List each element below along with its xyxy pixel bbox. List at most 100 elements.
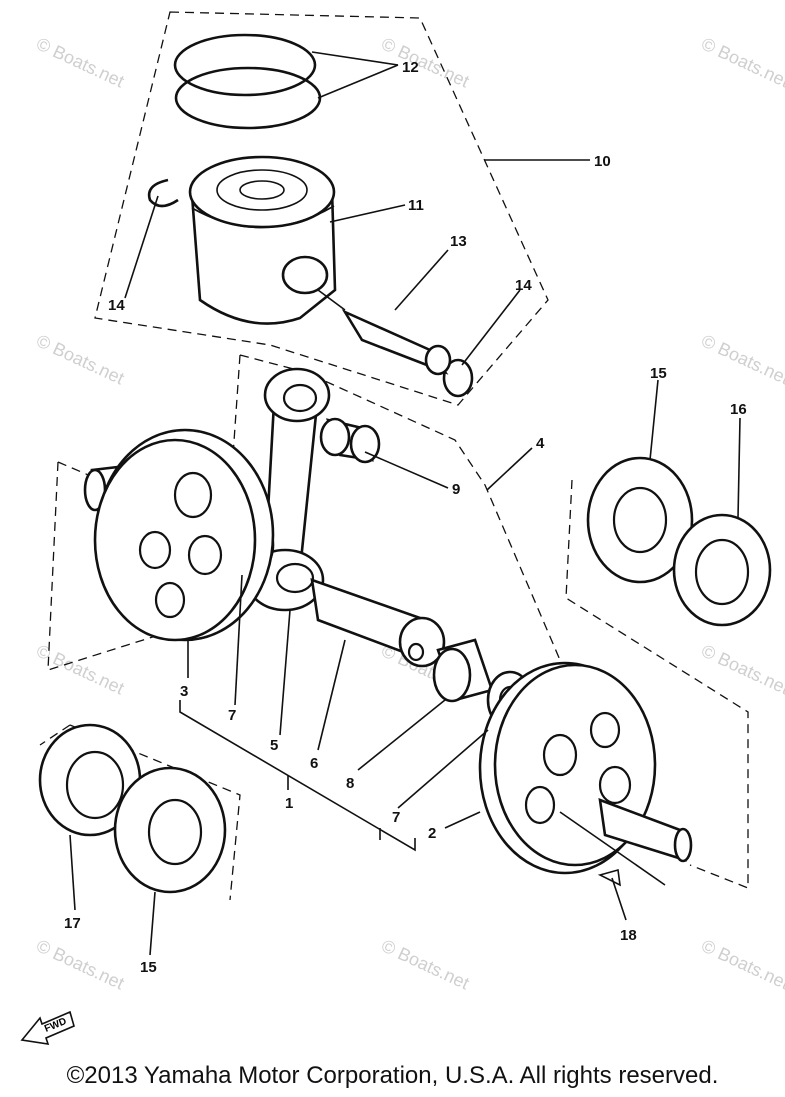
leader-18 <box>559 811 666 886</box>
left-web-hole <box>138 530 172 570</box>
crank-wheel-right <box>478 661 693 887</box>
part-label-15: 15 <box>650 365 667 382</box>
piston-pin <box>317 289 452 376</box>
right-shaft-end <box>673 827 693 863</box>
part-label-14: 14 <box>515 277 532 294</box>
piston-crown-ring <box>216 169 308 211</box>
pin-axis <box>317 289 346 311</box>
part-label-7: 7 <box>392 809 400 826</box>
group-outlines <box>39 11 749 901</box>
left-web-hole <box>173 471 213 519</box>
leader-9 <box>364 451 449 489</box>
circlip-left <box>147 178 179 208</box>
right-web-hole <box>589 711 621 749</box>
left-crank-web <box>93 438 257 642</box>
part-label-17: 17 <box>64 915 81 932</box>
leader-11 <box>329 204 406 223</box>
leader-14 <box>461 289 521 366</box>
part-label-1: 1 <box>285 795 293 812</box>
part-label-12: 12 <box>402 59 419 76</box>
leader-13 <box>394 249 449 311</box>
part-label-6: 6 <box>310 755 318 772</box>
big-end-bearing-face <box>432 647 472 703</box>
watermark: © Boats.net <box>698 33 785 91</box>
watermark: © Boats.net <box>698 330 785 388</box>
leader-14 <box>124 195 159 299</box>
watermark: © Boats.net <box>698 935 785 993</box>
crankshaft-piston-exploded-diagram: © Boats.net © Boats.net © Boats.net © Bo… <box>20 11 785 1045</box>
main-bearing-left <box>113 766 227 894</box>
part-label-4: 4 <box>536 435 545 452</box>
small-end-bearing-face <box>319 417 351 457</box>
oil-seal-right <box>672 513 772 627</box>
right-web-hole <box>542 733 578 777</box>
part-label-9: 9 <box>452 481 460 498</box>
oil-seal-left-inner <box>65 750 125 820</box>
main-bearing-right-inner <box>612 486 668 554</box>
part-label-18: 18 <box>620 927 637 944</box>
leader-16 <box>737 417 741 519</box>
piston-rings <box>173 33 322 130</box>
watermark: © Boats.net <box>33 33 127 91</box>
leader-12 <box>317 64 399 99</box>
right-bearing-outline <box>565 479 749 889</box>
leader-12 <box>311 51 399 66</box>
part-labels: 12 10 11 13 14 14 15 16 4 9 3 7 5 6 8 1 … <box>64 59 747 976</box>
part-label-16: 16 <box>730 401 747 418</box>
main-bearing-right <box>586 456 694 584</box>
piston-crown-center <box>239 180 285 200</box>
part-label-15: 15 <box>140 959 157 976</box>
leader-lines <box>69 51 741 956</box>
leader-15 <box>149 891 156 956</box>
leader-7 <box>234 574 243 706</box>
leader-4 <box>486 447 533 491</box>
part-label-5: 5 <box>270 737 278 754</box>
piston-group-outline <box>94 11 549 406</box>
rod-small-end-bore <box>282 383 318 413</box>
left-web-hole <box>154 581 186 619</box>
big-end-bearing <box>432 638 494 703</box>
rod-big-end-bore <box>275 562 315 594</box>
crank-pin-end-hole <box>407 642 425 662</box>
fwd-arrow-outline <box>20 1010 75 1045</box>
leader-6 <box>317 639 346 751</box>
leader-18 <box>611 877 627 921</box>
right-web-hole <box>598 765 632 805</box>
watermark: © Boats.net <box>33 935 127 993</box>
part-label-11: 11 <box>408 197 424 214</box>
part-label-7: 7 <box>228 707 236 724</box>
small-end-bearing <box>319 417 381 464</box>
leader-7 <box>397 729 489 809</box>
part-label-14: 14 <box>108 297 125 314</box>
watermark: © Boats.net <box>378 935 472 993</box>
part-label-13: 13 <box>450 233 467 250</box>
leader-2 <box>444 811 481 829</box>
piston-ring-top <box>173 33 317 97</box>
crank-wheel-left <box>83 428 275 642</box>
part-label-3: 3 <box>180 683 188 700</box>
woodruff-key <box>597 868 621 887</box>
watermark: © Boats.net <box>698 640 785 698</box>
piston <box>188 155 337 325</box>
leader-15 <box>649 379 659 461</box>
left-web-hole <box>187 534 223 576</box>
leader-8 <box>357 699 446 771</box>
leader-17 <box>69 834 76 911</box>
part-label-10: 10 <box>594 153 611 170</box>
circlip-right <box>442 358 474 398</box>
part-label-8: 8 <box>346 775 354 792</box>
copyright-notice: ©2013 Yamaha Motor Corporation, U.S.A. A… <box>66 1062 719 1089</box>
piston-pin-end <box>424 344 452 376</box>
leader-1-bracket <box>179 700 416 852</box>
crank-pin <box>310 578 446 668</box>
piston-ring-bottom <box>174 66 322 130</box>
oil-seal-right-inner <box>694 538 750 606</box>
watermark: © Boats.net <box>33 330 127 388</box>
small-end-bearing-back <box>349 424 381 464</box>
fwd-arrow-label: FWD <box>43 1016 68 1035</box>
watermark: © Boats.net <box>378 33 472 91</box>
part-label-2: 2 <box>428 825 436 842</box>
leader-5 <box>279 609 291 736</box>
piston-ring-groove <box>191 205 335 229</box>
right-web-hole <box>524 785 556 825</box>
